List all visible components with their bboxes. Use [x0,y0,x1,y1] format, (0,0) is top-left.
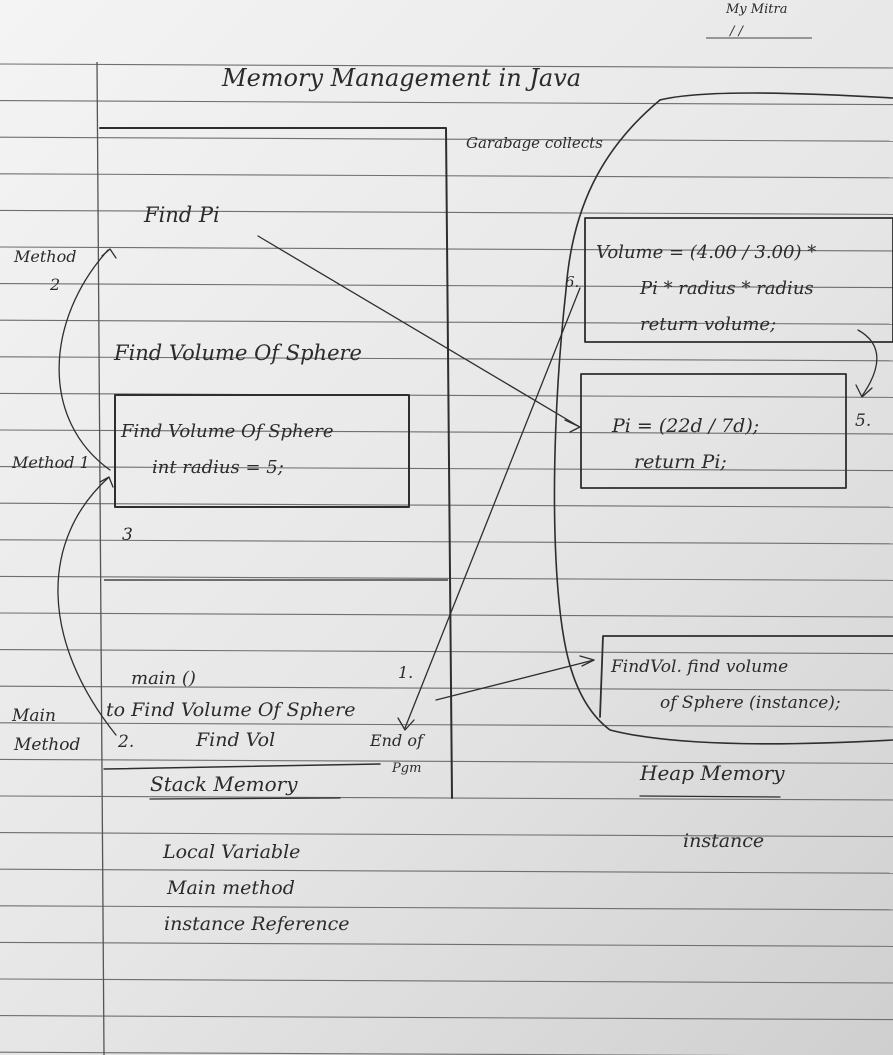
volume-object-box [584,217,893,343]
arrow-head-volume-pi [855,384,873,398]
ruled-line [0,649,893,655]
arrow-main-to-method1 [57,477,117,736]
margin-line [96,61,105,1055]
garbage-collector-label: Garabage collects [466,134,603,152]
findvol-line-1: FindVol. find volume [610,657,788,677]
ruled-line [0,1015,893,1021]
ruled-line [0,795,893,801]
ruled-line [0,502,893,508]
pi-line-2: return Pi; [634,451,727,473]
arrow-find-pi-to-pi [257,235,579,427]
heap-outline-top [659,92,893,101]
ruled-lines [0,63,893,1055]
ruled-line [0,63,893,69]
ruled-line [0,319,893,325]
arrow-volume-to-pi [857,329,878,397]
ruled-line [0,466,893,472]
volume-line-3: return volume; [640,314,776,335]
arrow-head-method2 [101,248,117,259]
ruled-line [0,356,893,362]
page-title: Memory Management in Java [221,64,581,92]
ruled-line [0,758,893,764]
ruled-line [0,612,893,618]
note-main-method: Main method [166,877,295,899]
find-volume-frame [114,394,410,508]
pgm-label: Pgm [391,761,421,776]
ruled-line [0,978,893,984]
step-2-label: 2. [117,732,134,752]
find-pi-label: Find Pi [143,203,220,227]
pi-object-box [580,373,847,489]
find-vol-label: Find Vol [195,729,275,751]
heap-instance-label: instance [683,830,764,852]
ruled-line [0,832,893,838]
volume-line-1: Volume = (4.00 / 3.00) * [596,242,816,263]
frame-line-1: Find Volume Of Sphere [120,421,334,442]
arrow-head-findvol [579,655,595,667]
ruled-line [0,941,893,947]
findvol-object-box [599,635,893,718]
note-instance-reference: instance Reference [164,913,349,935]
end-of-label: End of [369,731,426,750]
ruled-line [0,100,893,106]
step-6-label: 6. [565,273,579,291]
heap-memory-title: Heap Memory [639,761,785,785]
ruled-line [0,685,893,691]
stack-memory-underline [149,797,341,800]
findvol-line-2: of Sphere (instance); [660,693,841,713]
step-1-label: 1. [398,663,413,682]
heap-memory-outline [553,99,893,745]
arrows [57,235,878,736]
arrow-end-to-volume [404,287,581,729]
heap-memory-underline [639,795,781,798]
method-2-label-line1: Method [13,247,76,266]
arrow-head-end [397,717,415,731]
ruled-line [0,429,893,435]
ruled-line [0,1051,748,1055]
brand-logo: My Mitra [725,2,787,17]
main-method-label-line1: Main [11,706,56,726]
arrow-head-method1 [99,476,114,488]
arrow-to-findvol [435,659,595,701]
main-method-label-line2: Method [13,735,80,755]
frame-line-2: int radius = 5; [152,457,284,478]
step-5-label: 5. [855,411,871,431]
method-2-label-line2: 2 [49,275,60,294]
note-local-variable: Local Variable [162,841,300,863]
volume-line-2: Pi * radius * radius [639,278,814,299]
stack-base-line [103,763,381,770]
to-find-volume-label: to Find Volume Of Sphere [106,699,355,721]
ruled-line [0,722,893,728]
date-slashes: / / [728,24,745,39]
arrow-method1-to-method2 [58,249,111,471]
pi-line-1: Pi = (22d / 7d); [611,415,759,437]
method-1-label: Method 1 [11,453,90,472]
main-call-label: main () [131,668,196,689]
ruled-line [0,539,893,545]
stack-memory-title: Stack Memory [150,772,298,796]
stack-memory-border [99,127,453,799]
ruled-line [0,905,893,911]
arrow-head-pi [564,419,581,433]
ruled-line [0,575,893,581]
ruled-line [0,868,893,874]
find-volume-of-sphere-label: Find Volume Of Sphere [113,341,362,365]
step-3-label: 3 [122,525,133,545]
